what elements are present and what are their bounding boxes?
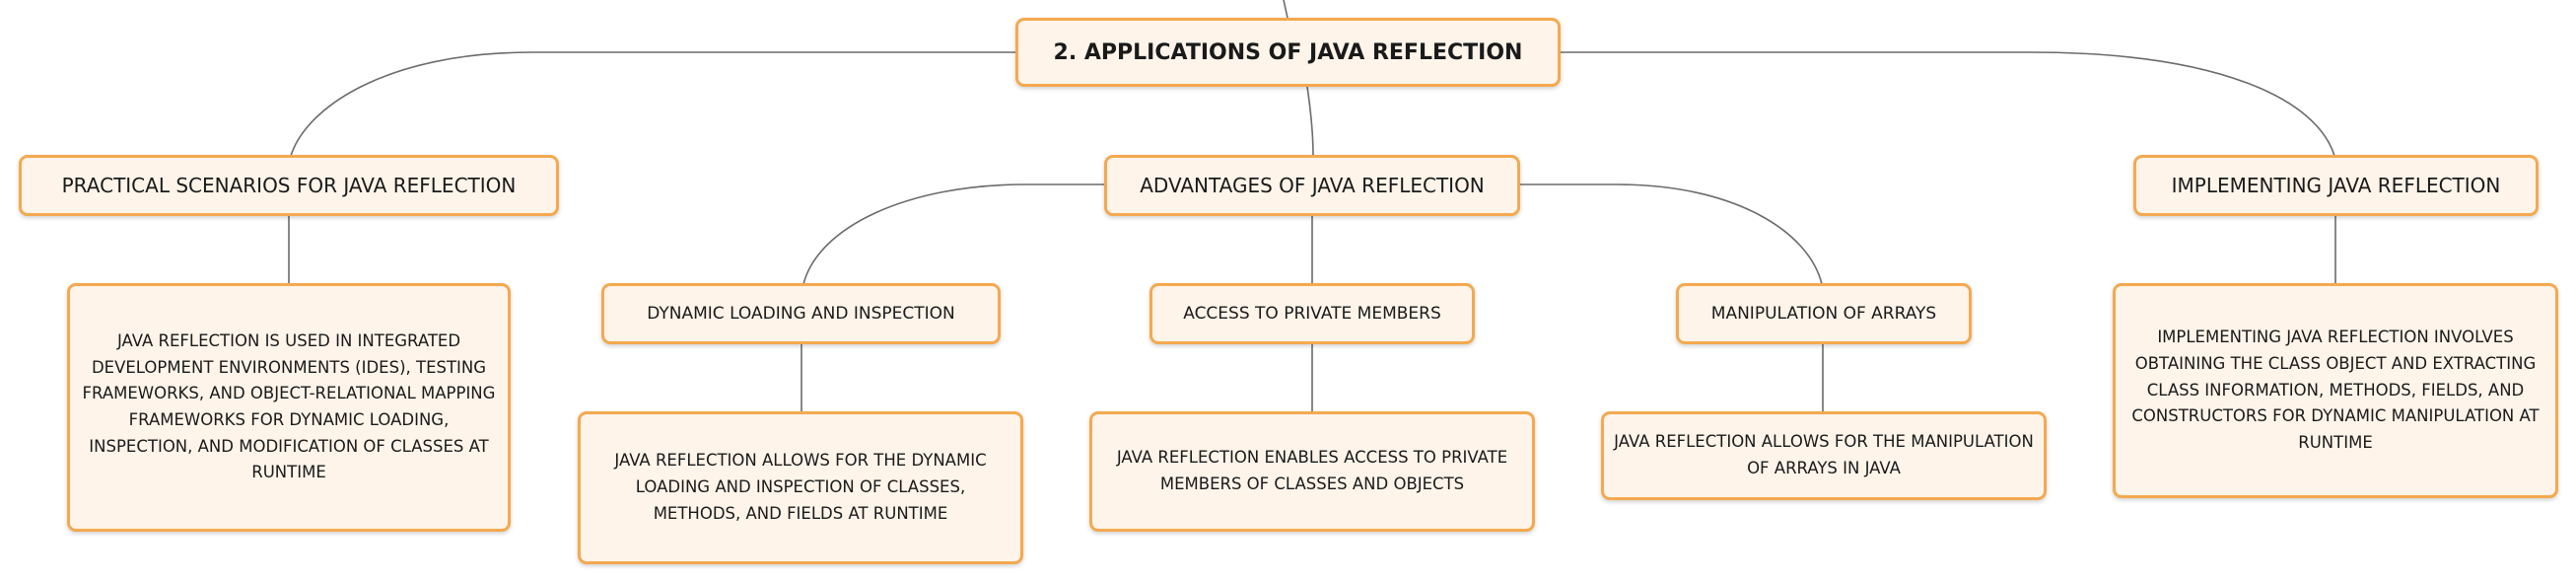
manipulation-arrays-node[interactable]: MANIPULATION OF ARRAYS (1676, 283, 1972, 344)
practical-scenarios-node[interactable]: PRACTICAL SCENARIOS FOR JAVA REFLECTION (19, 155, 559, 216)
connector-advantages-to-arrays (1519, 183, 1823, 285)
connector-root-to-implementing (1560, 51, 2335, 157)
connector-root-incoming (1283, 0, 1288, 19)
connector-advantages-to-dynamic (802, 183, 1104, 285)
connector-root-to-practical (290, 51, 1017, 157)
implementing-node[interactable]: IMPLEMENTING JAVA REFLECTION (2133, 155, 2539, 216)
connector-root-to-advantages (1306, 86, 1314, 157)
private-members-node[interactable]: ACCESS TO PRIVATE MEMBERS (1149, 283, 1475, 344)
manipulation-arrays-detail[interactable]: JAVA REFLECTION ALLOWS FOR THE MANIPULAT… (1601, 411, 2047, 500)
dynamic-loading-detail[interactable]: JAVA REFLECTION ALLOWS FOR THE DYNAMIC L… (578, 411, 1023, 564)
dynamic-loading-node[interactable]: DYNAMIC LOADING AND INSPECTION (601, 283, 1001, 344)
root-node[interactable]: 2. APPLICATIONS OF JAVA REFLECTION (1015, 18, 1561, 87)
advantages-node[interactable]: ADVANTAGES OF JAVA REFLECTION (1104, 155, 1520, 216)
private-members-detail[interactable]: JAVA REFLECTION ENABLES ACCESS TO PRIVAT… (1089, 411, 1535, 532)
practical-scenarios-detail[interactable]: JAVA REFLECTION IS USED IN INTEGRATED DE… (67, 283, 511, 532)
implementing-detail[interactable]: IMPLEMENTING JAVA REFLECTION INVOLVES OB… (2113, 283, 2558, 498)
